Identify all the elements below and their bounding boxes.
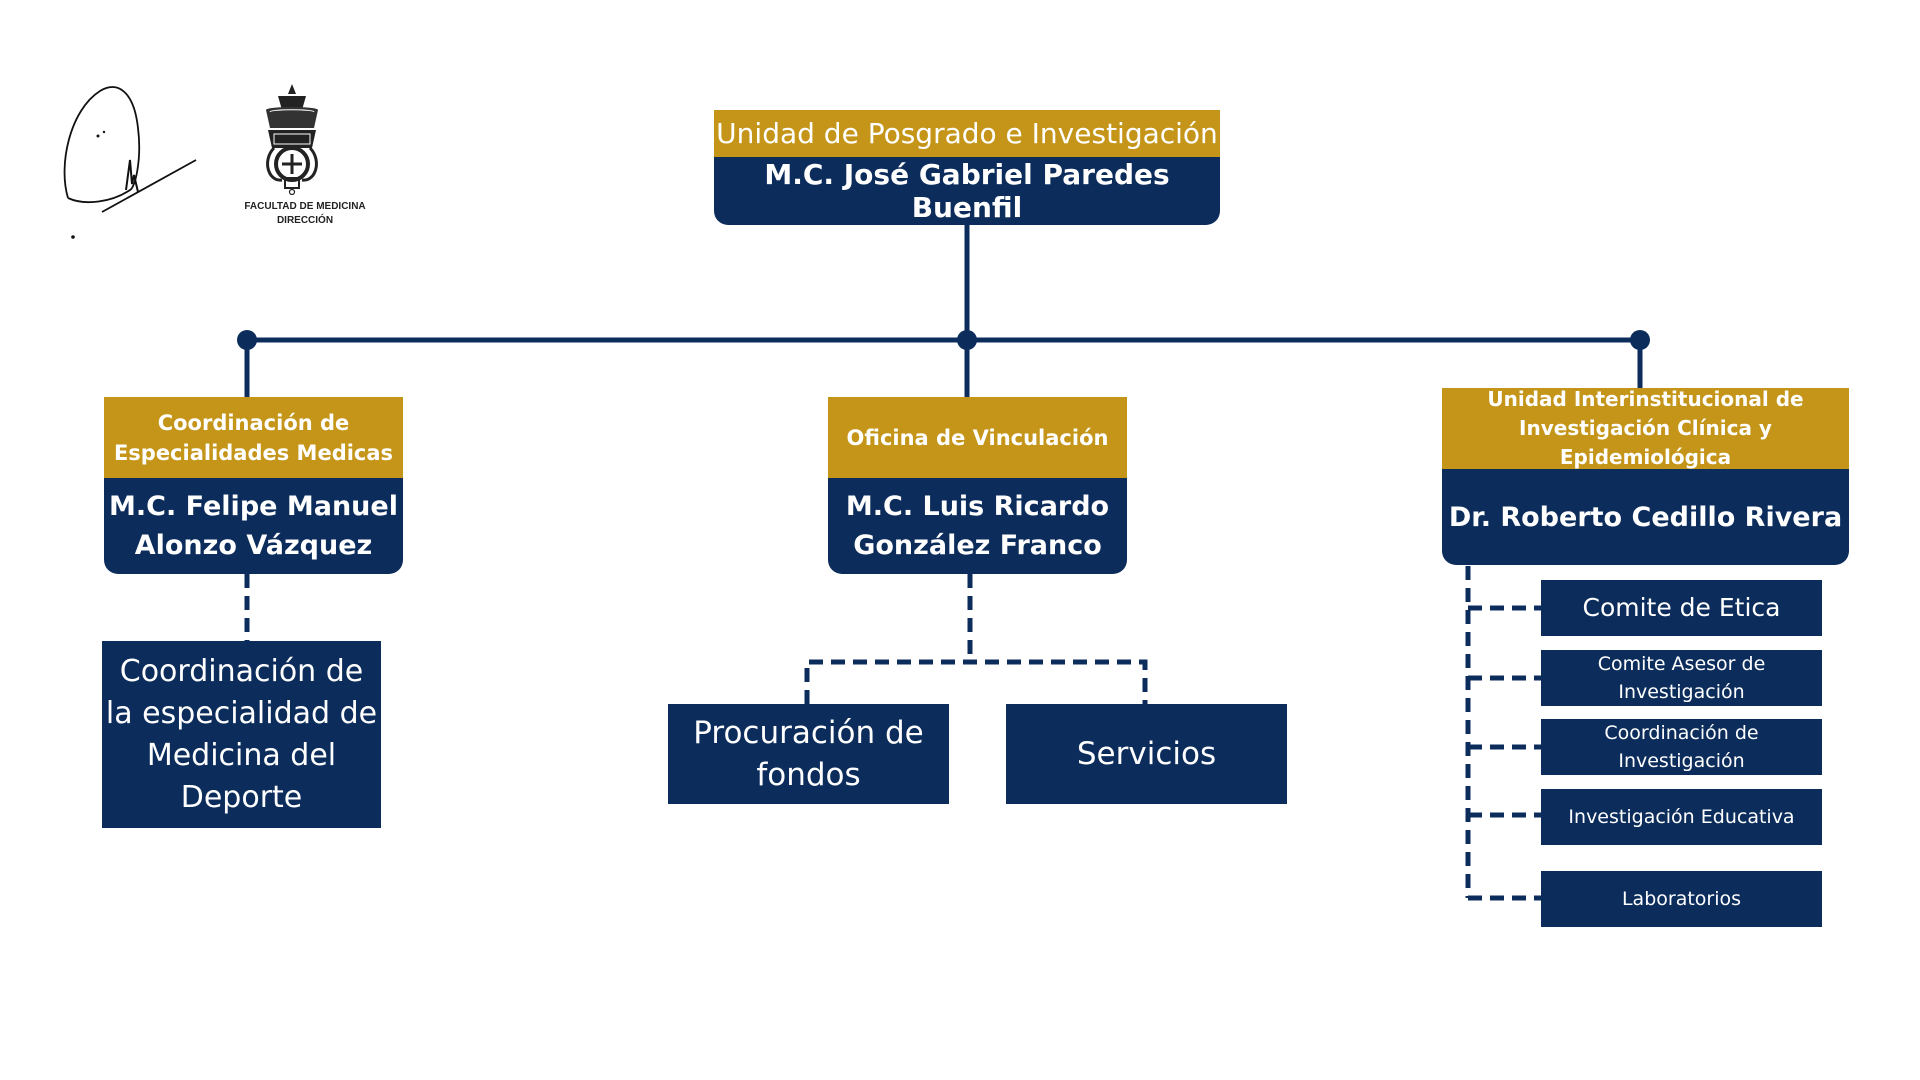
connector-dot-left	[237, 330, 257, 350]
top-unit-card: Unidad de Posgrado e Investigación M.C. …	[714, 110, 1220, 225]
dashed-connector-vinculacion-branch	[804, 659, 1148, 704]
university-seal-logo	[266, 84, 318, 195]
vinculacion-head: M.C. Luis Ricardo González Franco	[828, 478, 1127, 574]
unidad-interinstitucional-title: Unidad Interinstitucional de Investigaci…	[1442, 388, 1849, 469]
comite-etica-box: Comite de Etica	[1541, 580, 1822, 636]
comite-asesor-box: Comite Asesor de Investigación	[1541, 650, 1822, 706]
especialidades-title: Coordinación de Especialidades Medicas	[104, 397, 403, 478]
especialidades-card: Coordinación de Especialidades Medicas M…	[104, 397, 403, 574]
procuracion-fondos-box: Procuración de fondos	[668, 704, 949, 804]
investigacion-educativa-box: Investigación Educativa	[1541, 789, 1822, 845]
especialidades-head: M.C. Felipe Manuel Alonzo Vázquez	[104, 478, 403, 574]
top-unit-title: Unidad de Posgrado e Investigación	[714, 110, 1220, 157]
logo-caption-line1: FACULTAD DE MEDICINA	[244, 201, 366, 212]
vinculacion-title: Oficina de Vinculación	[828, 397, 1127, 478]
medicina-deporte-box: Coordinación de la especialidad de Medic…	[102, 641, 381, 828]
coordinacion-investigacion-box: Coordinación de Investigación	[1541, 719, 1822, 775]
vinculacion-card: Oficina de Vinculación M.C. Luis Ricardo…	[828, 397, 1127, 574]
servicios-box: Servicios	[1006, 704, 1287, 804]
logo-caption: FACULTAD DE MEDICINA DIRECCIÓN	[210, 200, 400, 228]
unidad-interinstitucional-card: Unidad Interinstitucional de Investigaci…	[1442, 388, 1849, 565]
logo-area: FACULTAD DE MEDICINA DIRECCIÓN	[60, 80, 366, 250]
laboratorios-box: Laboratorios	[1541, 871, 1822, 927]
top-unit-head: M.C. José Gabriel Paredes Buenfil	[714, 157, 1220, 225]
connector-dot-right	[1630, 330, 1650, 350]
connector-dot-center	[957, 330, 977, 350]
logo-caption-line2: DIRECCIÓN	[276, 215, 334, 226]
signature-image	[63, 86, 197, 239]
unidad-interinstitucional-head: Dr. Roberto Cedillo Rivera	[1442, 469, 1849, 565]
